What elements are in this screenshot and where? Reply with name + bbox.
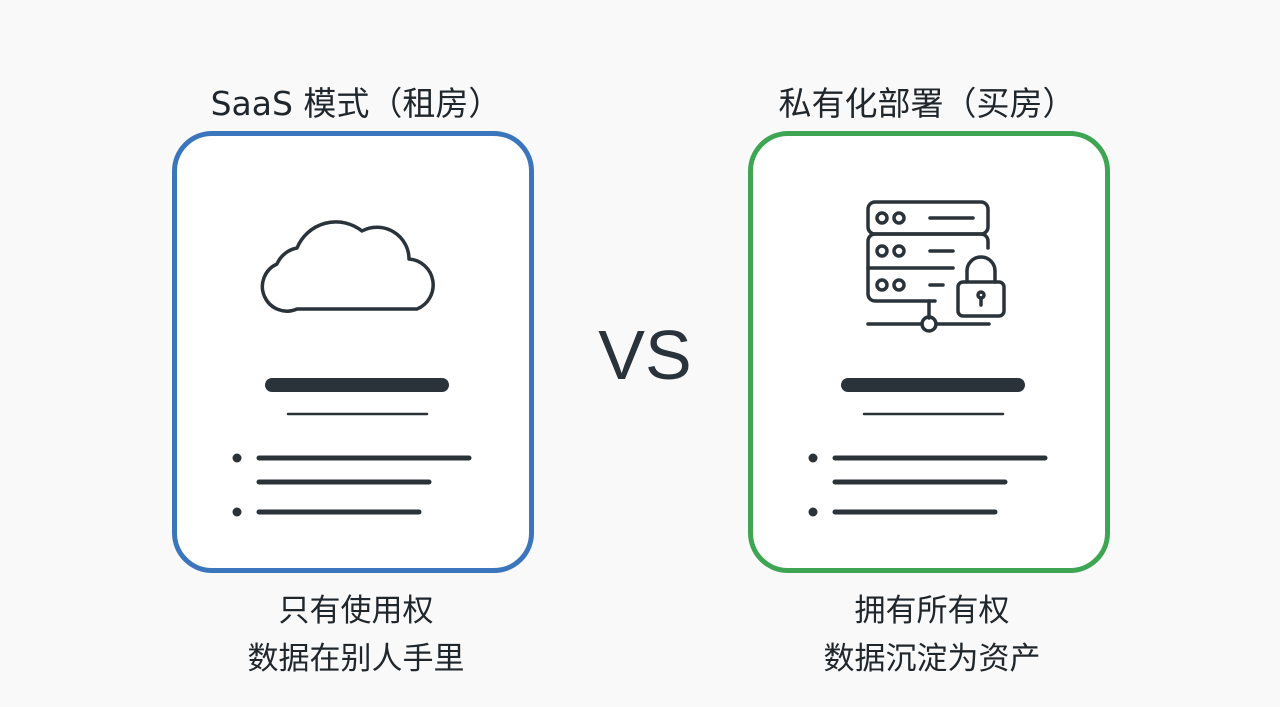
left-caption: 只有使用权 数据在别人手里 [146, 587, 566, 683]
right-title: 私有化部署（买房） [778, 84, 1076, 123]
placeholder-lines [232, 378, 472, 517]
private-card-graphic [808, 200, 1048, 517]
right-caption: 拥有所有权 数据沉淀为资产 [722, 587, 1142, 683]
right-caption-line1: 拥有所有权 [854, 593, 1010, 629]
saas-card [172, 131, 534, 573]
private-card [748, 131, 1110, 573]
cloud-icon [260, 220, 435, 313]
right-caption-line2: 数据沉淀为资产 [823, 641, 1041, 677]
placeholder-lines [808, 378, 1048, 517]
left-caption-line1: 只有使用权 [278, 593, 434, 629]
left-caption-line2: 数据在别人手里 [247, 641, 465, 677]
saas-card-graphic [232, 220, 472, 517]
vs-label: VS [598, 316, 692, 394]
server-lock-icon [866, 200, 1006, 333]
left-title: SaaS 模式（租房） [210, 84, 502, 123]
